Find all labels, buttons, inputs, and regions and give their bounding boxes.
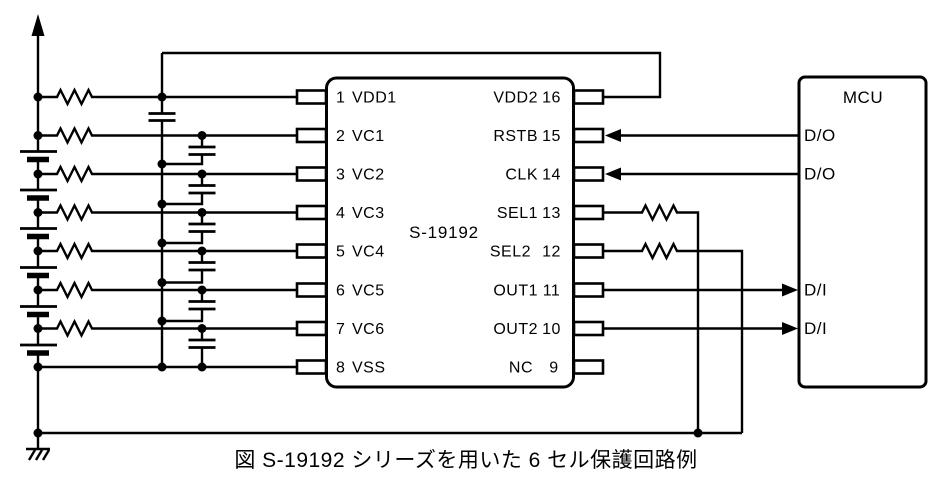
- arrowhead-right-icon: [782, 322, 798, 335]
- cell-filter-resistors: [38, 87, 297, 369]
- capacitor: [188, 328, 216, 367]
- capacitor: [162, 290, 216, 323]
- resistor: [38, 241, 297, 261]
- pin-lead: [295, 282, 328, 298]
- ic-pin-label-clk: CLK: [505, 167, 538, 184]
- out1-wire: [602, 283, 798, 297]
- ic-pin-label-out2: OUT2: [493, 321, 538, 338]
- battery-cell: [20, 266, 57, 279]
- arrowhead-left-icon: [605, 167, 621, 181]
- capacitor: [162, 251, 216, 284]
- rstb-wire: [605, 129, 799, 142]
- battery-cell: [20, 343, 57, 356]
- vc-filter-capacitors: [162, 135, 216, 367]
- ic-pin-label-rstb: RSTB: [493, 128, 538, 145]
- ic-part-name: S-19192: [409, 223, 479, 242]
- pin-lead: [295, 204, 328, 221]
- resistor: [38, 125, 297, 146]
- pin-lead: [572, 320, 605, 337]
- arrowhead-left-icon: [605, 129, 621, 142]
- resistor: [38, 164, 297, 184]
- ground-icon: [26, 447, 51, 461]
- pin-lead: [295, 320, 328, 337]
- ic-pin-number-16: 16: [542, 90, 561, 107]
- pin-lead: [572, 89, 605, 105]
- resistor: [38, 87, 297, 107]
- battery-cell: [20, 305, 57, 318]
- mcu-label: MCU: [843, 88, 883, 107]
- figure-caption: 図 S-19192 シリーズを用いた 6 セル保護回路例: [234, 449, 697, 472]
- ic-body: [325, 76, 575, 389]
- capacitor: [148, 112, 176, 122]
- vdd2-supply-wire: [162, 51, 662, 99]
- pin-lead: [572, 166, 605, 182]
- pin-lead: [295, 127, 328, 144]
- mcu-body: [797, 75, 928, 389]
- pin-lead: [572, 282, 605, 298]
- resistor: [38, 318, 297, 339]
- pin-lead: [572, 243, 605, 259]
- junction-dots: [33, 92, 703, 438]
- resistor: [602, 202, 700, 433]
- pin-lead: [572, 204, 605, 221]
- capacitor: [162, 212, 216, 245]
- ic-pin-number-9: 9: [549, 360, 558, 377]
- capacitor: [162, 135, 216, 166]
- pack-positive-arrow-icon: [31, 14, 45, 36]
- ic-pin-label-sel2: SEL2: [490, 244, 531, 261]
- ic-pin-label-vdd2: VDD2: [493, 90, 538, 107]
- mcu-block: MCU D/O D/O D/I D/I: [797, 75, 928, 389]
- resistor: [38, 202, 297, 223]
- ic-pin-label-sel1: SEL1: [497, 205, 538, 222]
- out2-wire: [602, 322, 798, 335]
- pin-lead: [295, 89, 328, 105]
- ic-pin-label-out1: OUT1: [493, 283, 538, 300]
- mcu-port-di-2: D/I: [804, 319, 827, 338]
- pin-lead: [572, 127, 605, 144]
- sel-pulldown-resistors: [602, 202, 744, 433]
- ic-pin-number-12: 12: [542, 244, 561, 261]
- resistor: [602, 241, 744, 433]
- pin-lead: [295, 166, 328, 182]
- mcu-port-do-1: D/O: [804, 126, 836, 145]
- mcu-port-do-2: D/O: [804, 165, 836, 184]
- ic-pin-number-15: 15: [542, 128, 561, 145]
- mcu-port-di-1: D/I: [804, 281, 827, 300]
- pin-lead: [295, 243, 328, 259]
- ic-pin-number-11: 11: [543, 283, 561, 300]
- ic-pin-number-10: 10: [542, 321, 561, 338]
- capacitor: [162, 174, 216, 206]
- battery-cell: [20, 150, 57, 163]
- ic-pin-number-14: 14: [542, 167, 561, 184]
- arrowhead-right-icon: [782, 283, 798, 297]
- pin-lead: [295, 359, 328, 375]
- ic-pin-label-nc: NC: [509, 360, 533, 377]
- resistor: [38, 280, 297, 300]
- battery-cell: [20, 227, 57, 240]
- pin-lead: [572, 359, 605, 375]
- clk-wire: [605, 167, 799, 181]
- battery-cell: [20, 188, 57, 201]
- ic-pin-number-13: 13: [542, 205, 561, 222]
